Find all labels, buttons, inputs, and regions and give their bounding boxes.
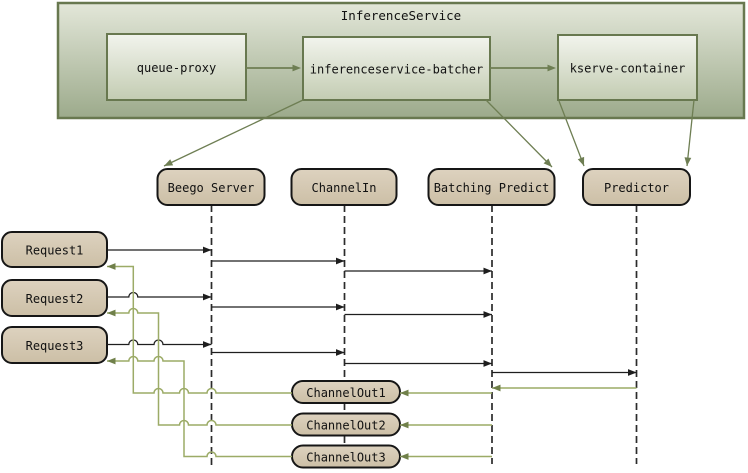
deploy-mapping-arrow bbox=[686, 99, 695, 167]
channel-out-box-2-label: ChannelOut2 bbox=[306, 419, 385, 433]
return-route bbox=[107, 307, 292, 426]
participant-beego-server bbox=[156, 168, 266, 206]
participant-batching-predict-label: Batching Predict bbox=[434, 181, 550, 195]
channel-out-box-3-label: ChannelOut3 bbox=[306, 451, 385, 465]
deploy-mapping-arrowhead-icon bbox=[577, 156, 585, 166]
request-box-2 bbox=[1, 279, 108, 317]
top-node-queue-proxy bbox=[106, 33, 247, 101]
deploy-mapping-arrow bbox=[163, 99, 304, 167]
channel-out-box-1-label: ChannelOut1 bbox=[306, 386, 385, 400]
deploy-mapping-arrow bbox=[558, 100, 585, 167]
message-arrowhead-icon bbox=[336, 349, 345, 356]
message-arrow bbox=[107, 339, 212, 346]
message-arrowhead-icon bbox=[203, 293, 212, 301]
message-arrowhead-icon bbox=[336, 257, 345, 265]
return-route bbox=[107, 265, 292, 394]
top-node-inferenceservice-batcher-label: inferenceservice-batcher bbox=[310, 63, 483, 77]
top-node-kserve-container-label: kserve-container bbox=[570, 62, 686, 76]
return-arrowhead-icon bbox=[107, 357, 116, 365]
deploy-mapping-arrow bbox=[485, 99, 553, 168]
return-arrowhead-icon bbox=[107, 309, 116, 317]
request-box-1-label: Request1 bbox=[26, 244, 84, 258]
deploy-mapping-arrowhead-icon bbox=[684, 157, 692, 166]
request-box-2-label: Request2 bbox=[26, 292, 84, 306]
participant-channel-in bbox=[290, 168, 398, 206]
message-arrowhead-icon bbox=[203, 341, 212, 348]
return-arrowhead-icon bbox=[107, 263, 116, 270]
participant-predictor-label: Predictor bbox=[604, 181, 669, 195]
message-arrowhead-icon bbox=[483, 311, 492, 318]
response-arrowhead-icon bbox=[400, 453, 409, 460]
top-node-queue-proxy-label: queue-proxy bbox=[137, 61, 216, 75]
response-arrowhead-icon bbox=[492, 384, 501, 392]
top-node-inferenceservice-batcher bbox=[302, 36, 491, 101]
request-box-3-label: Request3 bbox=[26, 339, 84, 353]
response-arrowhead-icon bbox=[400, 389, 409, 397]
participant-predictor bbox=[582, 168, 691, 206]
participant-beego-server-label: Beego Server bbox=[168, 181, 255, 195]
message-arrowhead-icon bbox=[483, 360, 492, 367]
response-arrowhead-icon bbox=[400, 421, 409, 429]
message-arrow bbox=[107, 291, 212, 298]
inference-service-title: InferenceService bbox=[341, 8, 461, 23]
deploy-mapping-arrowhead-icon bbox=[543, 158, 552, 167]
participant-batching-predict bbox=[427, 168, 556, 206]
message-arrowhead-icon bbox=[628, 369, 637, 376]
top-flow-arrowhead-icon bbox=[547, 64, 556, 72]
message-arrowhead-icon bbox=[336, 303, 345, 311]
deploy-mapping-arrowhead-icon bbox=[164, 159, 174, 166]
top-node-kserve-container bbox=[557, 34, 698, 101]
return-route bbox=[107, 355, 292, 458]
channel-out-box-1 bbox=[291, 380, 401, 404]
message-arrowhead-icon bbox=[483, 267, 492, 275]
participant-channel-in-label: ChannelIn bbox=[311, 181, 376, 195]
message-arrowhead-icon bbox=[203, 246, 212, 254]
top-flow-arrowhead-icon bbox=[292, 64, 301, 72]
